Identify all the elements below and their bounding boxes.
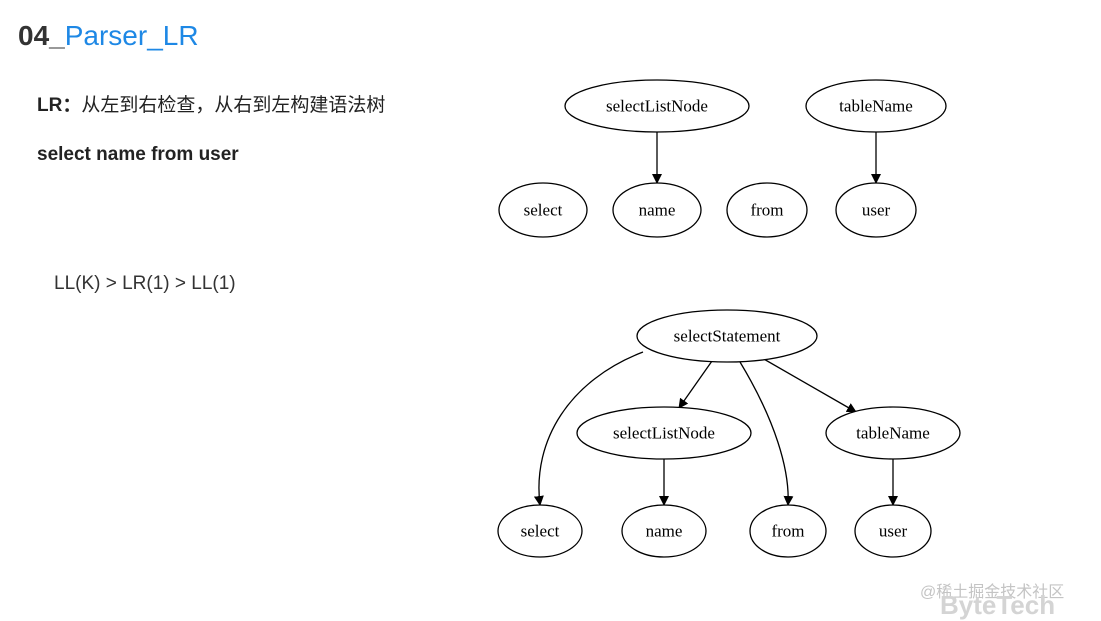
svg-text:selectStatement: selectStatement xyxy=(674,327,781,346)
svg-text:select: select xyxy=(524,201,563,220)
svg-text:selectListNode: selectListNode xyxy=(606,97,708,116)
top-node-selectlistnode: selectListNode xyxy=(564,79,750,133)
query-text: select name from user xyxy=(37,144,239,165)
svg-text:from: from xyxy=(750,201,783,220)
slide-title: 04_Parser_LR xyxy=(18,20,199,52)
lr-description: LR：从左到右检查，从右到左构建语法树 xyxy=(37,90,385,117)
bottom-edge-statement-select xyxy=(533,351,644,506)
svg-text:name: name xyxy=(639,201,676,220)
slide-title-text: Parser_LR xyxy=(64,20,199,51)
comparison-text: LL(K) > LR(1) > LL(1) xyxy=(54,273,236,294)
svg-text:name: name xyxy=(646,522,683,541)
svg-text:user: user xyxy=(879,522,908,541)
bottom-edge-statement-from xyxy=(739,361,794,506)
top-parse-tree: selectListNode tableName select name fro… xyxy=(498,79,947,238)
brand-watermark: ByteTech xyxy=(940,590,1056,620)
top-node-from: from xyxy=(726,182,808,238)
bottom-node-name: name xyxy=(621,504,707,558)
bottom-node-from: from xyxy=(749,504,827,558)
community-watermark: @稀土掘金技术社区 xyxy=(920,584,1065,601)
svg-text:selectListNode: selectListNode xyxy=(613,424,715,443)
svg-text:tableName: tableName xyxy=(839,97,913,116)
slide-number: 04_ xyxy=(18,20,65,51)
bottom-node-selectlistnode: selectListNode xyxy=(576,406,752,460)
bottom-node-select: select xyxy=(497,504,583,558)
svg-text:user: user xyxy=(862,201,891,220)
bottom-node-selectstatement: selectStatement xyxy=(636,309,818,363)
bottom-node-user: user xyxy=(854,504,932,558)
svg-text:tableName: tableName xyxy=(856,424,930,443)
top-node-select: select xyxy=(498,182,588,238)
svg-text:select: select xyxy=(521,522,560,541)
bottom-edge-statement-tablename xyxy=(761,357,857,413)
top-node-name: name xyxy=(612,182,702,238)
bottom-edge-statement-selectlist xyxy=(678,360,713,409)
bottom-node-tablename: tableName xyxy=(825,406,961,460)
top-node-tablename: tableName xyxy=(805,79,947,133)
top-node-user: user xyxy=(835,182,917,238)
bottom-parse-tree: selectStatement selectListNode tableName… xyxy=(497,309,961,558)
svg-text:from: from xyxy=(771,522,804,541)
lr-desc-text: 从左到右检查，从右到左构建语法树 xyxy=(81,95,386,116)
lr-label: LR： xyxy=(37,95,82,116)
